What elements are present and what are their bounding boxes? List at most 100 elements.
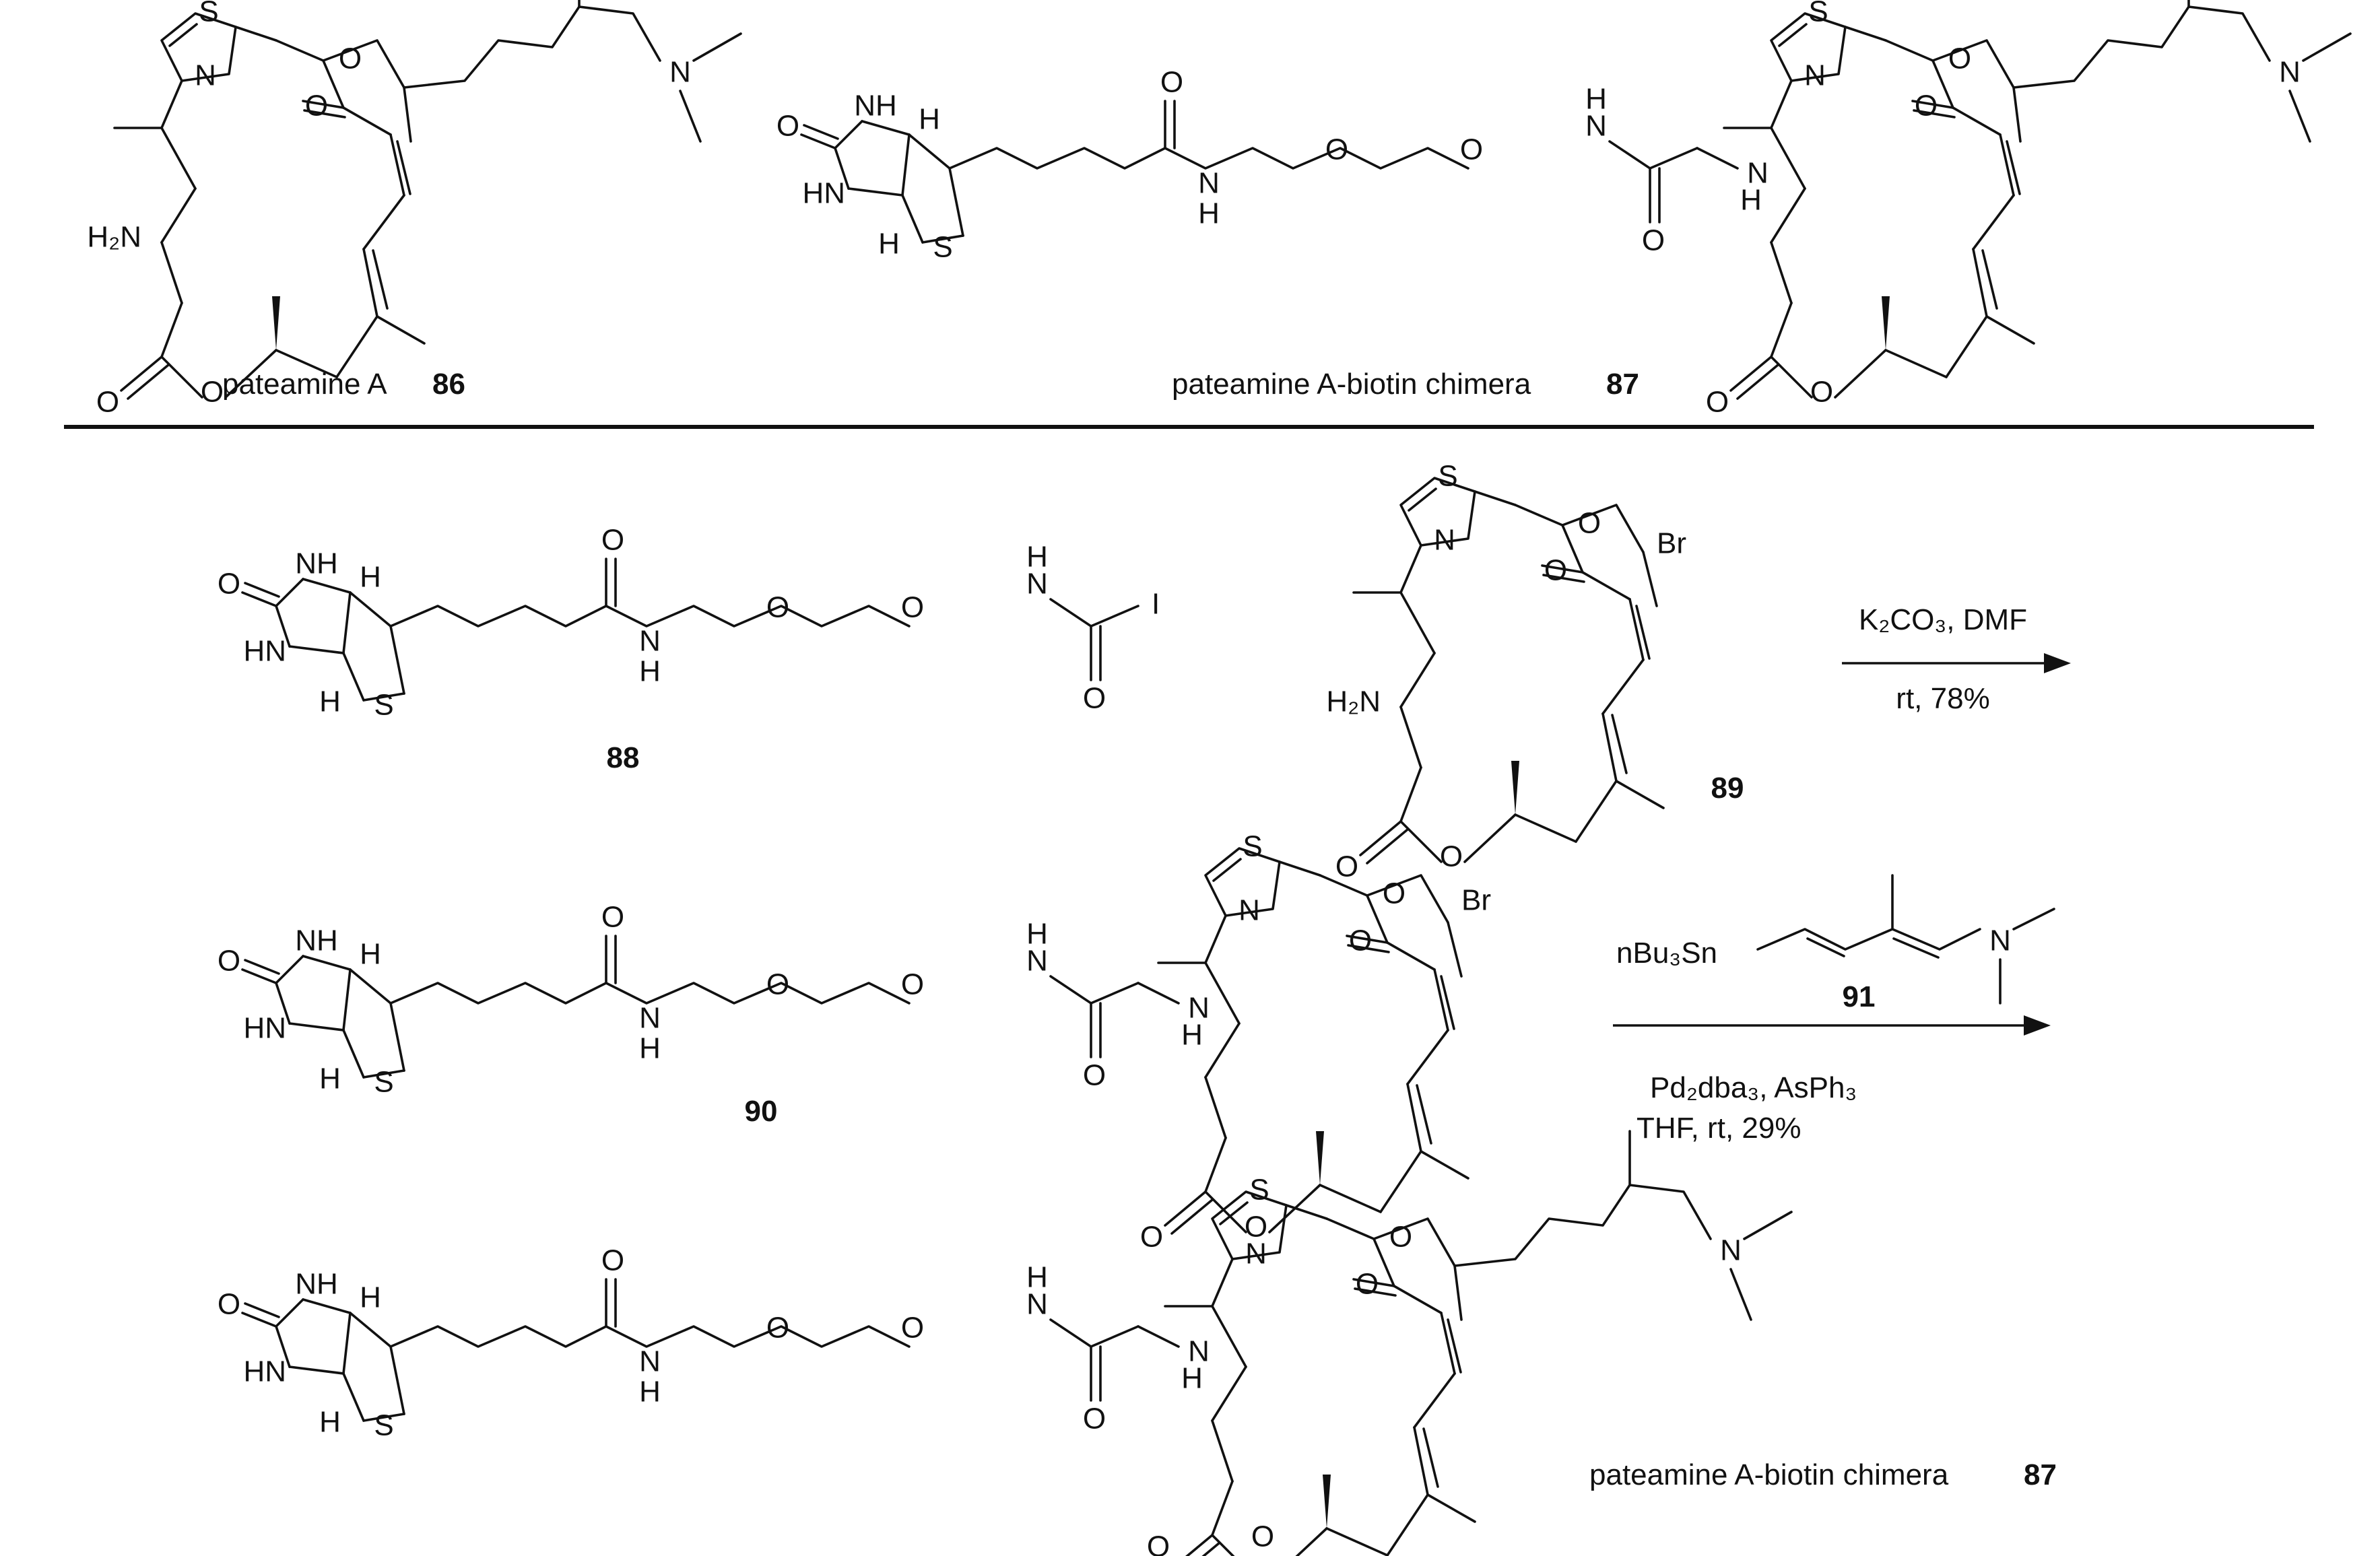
- atom-label: N: [1585, 110, 1607, 143]
- atom-label: O: [776, 110, 799, 143]
- bond: [1447, 921, 1463, 978]
- reaction-arrow-2-head: [2024, 1015, 2051, 1036]
- atom-label: O: [1251, 1520, 1274, 1553]
- bond: [1049, 975, 1139, 1005]
- atom-label: S: [374, 689, 393, 722]
- atom-label: NH: [295, 1268, 338, 1301]
- atom-label: H: [639, 1032, 661, 1065]
- atom-label: H: [360, 561, 381, 594]
- atom-label: N: [1747, 157, 1769, 190]
- compound-91-number: 91: [1843, 980, 1876, 1013]
- atom-label: N: [1804, 59, 1826, 92]
- atom-label: H: [919, 103, 940, 136]
- bond: [1453, 1264, 1463, 1321]
- atom-label: H: [639, 1376, 661, 1409]
- atom-label: H: [639, 655, 661, 688]
- bond: [1696, 147, 1739, 170]
- atom-label: H: [1585, 83, 1607, 116]
- atom-label: O: [601, 524, 624, 557]
- bond: [1561, 504, 1645, 553]
- atom-label: H₂N: [87, 221, 141, 254]
- compound-88-number: 88: [607, 741, 640, 774]
- atom-label: O: [218, 568, 240, 601]
- atom-label: N: [639, 1345, 661, 1378]
- atom-label: H: [319, 1062, 341, 1095]
- atom-label: S: [1808, 0, 1828, 28]
- atom-label: O: [1915, 90, 1938, 123]
- atom-label: HN: [243, 1012, 286, 1045]
- atom-label: H: [878, 228, 900, 261]
- atom-label: O: [1140, 1221, 1163, 1254]
- bond: [679, 90, 702, 143]
- atom-label: O: [201, 376, 224, 409]
- atom-label: O: [901, 1312, 924, 1345]
- compound-87-name-top: pateamine A-biotin chimera: [1172, 368, 1531, 401]
- bond: [1931, 5, 2271, 89]
- step2-reagents: Pd₂dba₃, AsPh₃: [1650, 1071, 1857, 1104]
- atom-label: H: [1026, 918, 1048, 951]
- atom-label: O: [766, 968, 789, 1001]
- bond: [1049, 1318, 1139, 1348]
- atom-label: O: [218, 1288, 240, 1321]
- atom-label: O: [1147, 1530, 1170, 1556]
- compound-91-structure: nBu₃Sn N: [1616, 874, 2055, 1005]
- step2-conditions: THF, rt, 29%: [1637, 1112, 1801, 1145]
- step1-conditions: rt, 78%: [1896, 682, 1989, 715]
- atom-label: N: [1026, 568, 1048, 601]
- compound-87-number-bottom: 87: [2024, 1458, 2057, 1491]
- bond: [2288, 90, 2311, 143]
- bond: [1137, 982, 1180, 1005]
- compound-87-macrocycle-top: S N O O O O N: [1706, 0, 2352, 419]
- bond: [2302, 32, 2352, 62]
- atom-label: N: [1434, 524, 1455, 557]
- atom-label: NH: [295, 547, 338, 580]
- atom-label: O: [96, 386, 119, 419]
- atom-label: NH: [295, 924, 338, 957]
- compound-87-name-bottom: pateamine A-biotin chimera: [1589, 1458, 1949, 1491]
- atom-label: O: [1083, 1402, 1106, 1435]
- atom-label: O: [901, 591, 924, 624]
- bond: [1049, 598, 1139, 628]
- atom-label: H: [360, 938, 381, 971]
- bond: [1806, 937, 1845, 957]
- atom-label: S: [1438, 460, 1457, 493]
- bond: [1373, 1184, 1712, 1267]
- atom-label: O: [1335, 850, 1358, 883]
- atom-label: H: [1198, 197, 1220, 230]
- atom-label: Br: [1657, 527, 1686, 560]
- compound-87-structure-top: O NH HN H H S O N H O O N H O N H: [776, 66, 1769, 264]
- compound-87-number-top: 87: [1606, 368, 1639, 401]
- atom-label: O: [1706, 386, 1729, 419]
- atom-label: O: [305, 90, 328, 123]
- atom-label: I: [1152, 588, 1160, 621]
- atom-label: N: [639, 1002, 661, 1035]
- atom-label: O: [766, 1312, 789, 1345]
- atom-label: S: [1243, 830, 1262, 863]
- atom-label: N: [1245, 1238, 1267, 1271]
- compound-88-structure: O NH HN H H S O N H O O N H O I: [218, 524, 1160, 722]
- atom-label: N: [1188, 992, 1210, 1025]
- atom-label: O: [1440, 840, 1463, 873]
- atom-label: O: [1642, 224, 1665, 257]
- atom-label: S: [933, 231, 952, 264]
- atom-label: O: [1245, 1211, 1267, 1244]
- compound-90-macrocycle: S N O O O O Br: [1140, 830, 1491, 1254]
- atom-label: N: [1238, 894, 1260, 927]
- atom-label: NH: [854, 90, 897, 123]
- compound-89-structure: S N O O O O H₂N Br: [1326, 460, 1686, 883]
- atom-label: N: [1026, 1288, 1048, 1321]
- bond: [1756, 928, 1981, 951]
- atom-label: Br: [1461, 884, 1491, 917]
- compound-86-number: 86: [432, 368, 465, 401]
- bond: [1137, 1325, 1180, 1348]
- atom-label: H: [360, 1281, 381, 1314]
- atom-label: O: [901, 968, 924, 1001]
- atom-label: H: [1026, 541, 1048, 574]
- atom-label: H: [319, 1406, 341, 1439]
- atom-label: HN: [243, 635, 286, 668]
- atom-label: N: [1198, 167, 1220, 200]
- atom-label: N: [1989, 924, 2011, 957]
- atom-label: H₂N: [1326, 685, 1381, 718]
- atom-label: N: [669, 56, 691, 89]
- atom-label: H: [1740, 184, 1762, 217]
